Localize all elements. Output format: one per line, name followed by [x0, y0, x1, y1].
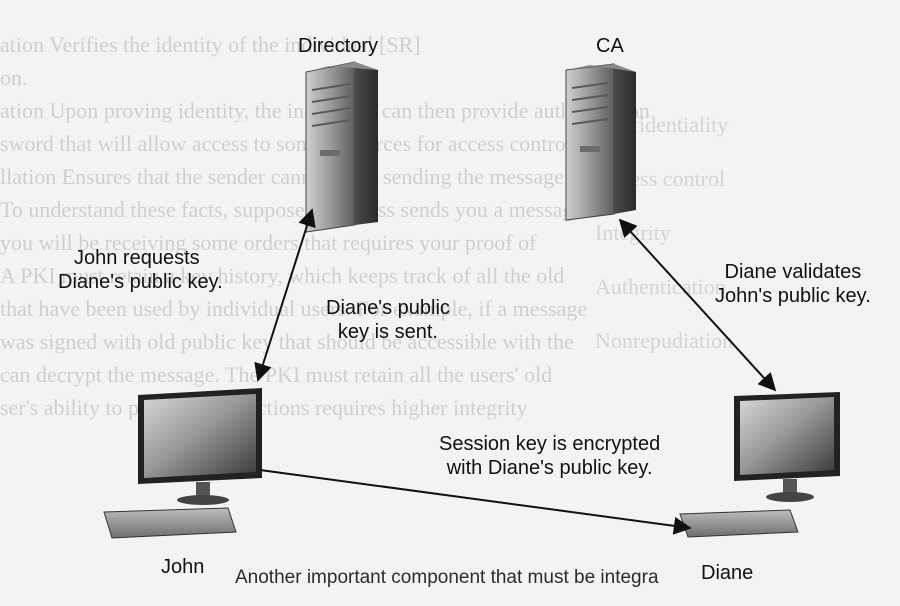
directory-to-john-arrow	[254, 208, 316, 382]
key-sent-line: Diane's public	[326, 297, 450, 319]
session-key-line: Session key is encrypted	[439, 433, 661, 455]
ca-label: CA	[596, 35, 624, 57]
diane-validates-label: Diane validates John's public key.	[715, 260, 871, 308]
john-label: John	[161, 556, 205, 578]
ca-server-icon	[565, 63, 636, 221]
diane-validates-line: Diane validates	[724, 261, 862, 283]
session-key-line: with Diane's public key.	[446, 457, 653, 479]
key-sent-line: key is sent.	[337, 321, 438, 343]
key-sent-label: Diane's public key is sent.	[326, 296, 450, 344]
diane-validates-line: John's public key.	[715, 285, 871, 307]
footer-text: Another important component that must be…	[235, 567, 659, 588]
ca-to-diane-arrow	[618, 218, 777, 392]
diane-label: Diane	[701, 562, 754, 584]
diane-computer-icon	[679, 392, 840, 538]
bg-line: on.	[0, 65, 28, 90]
john-requests-line: John requests	[74, 247, 200, 269]
directory-label: Directory	[298, 35, 379, 57]
john-to-diane-arrow	[259, 469, 692, 535]
bg-line: sword that will allow access to some res…	[0, 131, 578, 156]
session-key-label: Session key is encrypted with Diane's pu…	[439, 432, 660, 480]
john-requests-label: John requests Diane's public key.	[58, 246, 223, 294]
bg-line: llation Ensures that the sender cannot d…	[0, 164, 570, 189]
bg-line: ser's ability to perform transactions re…	[0, 395, 528, 420]
directory-server-icon	[305, 61, 378, 233]
bg-line: ation Verifies the identity of the indiv…	[0, 32, 421, 57]
john-requests-line: Diane's public key.	[58, 271, 223, 293]
john-computer-icon	[103, 388, 262, 539]
